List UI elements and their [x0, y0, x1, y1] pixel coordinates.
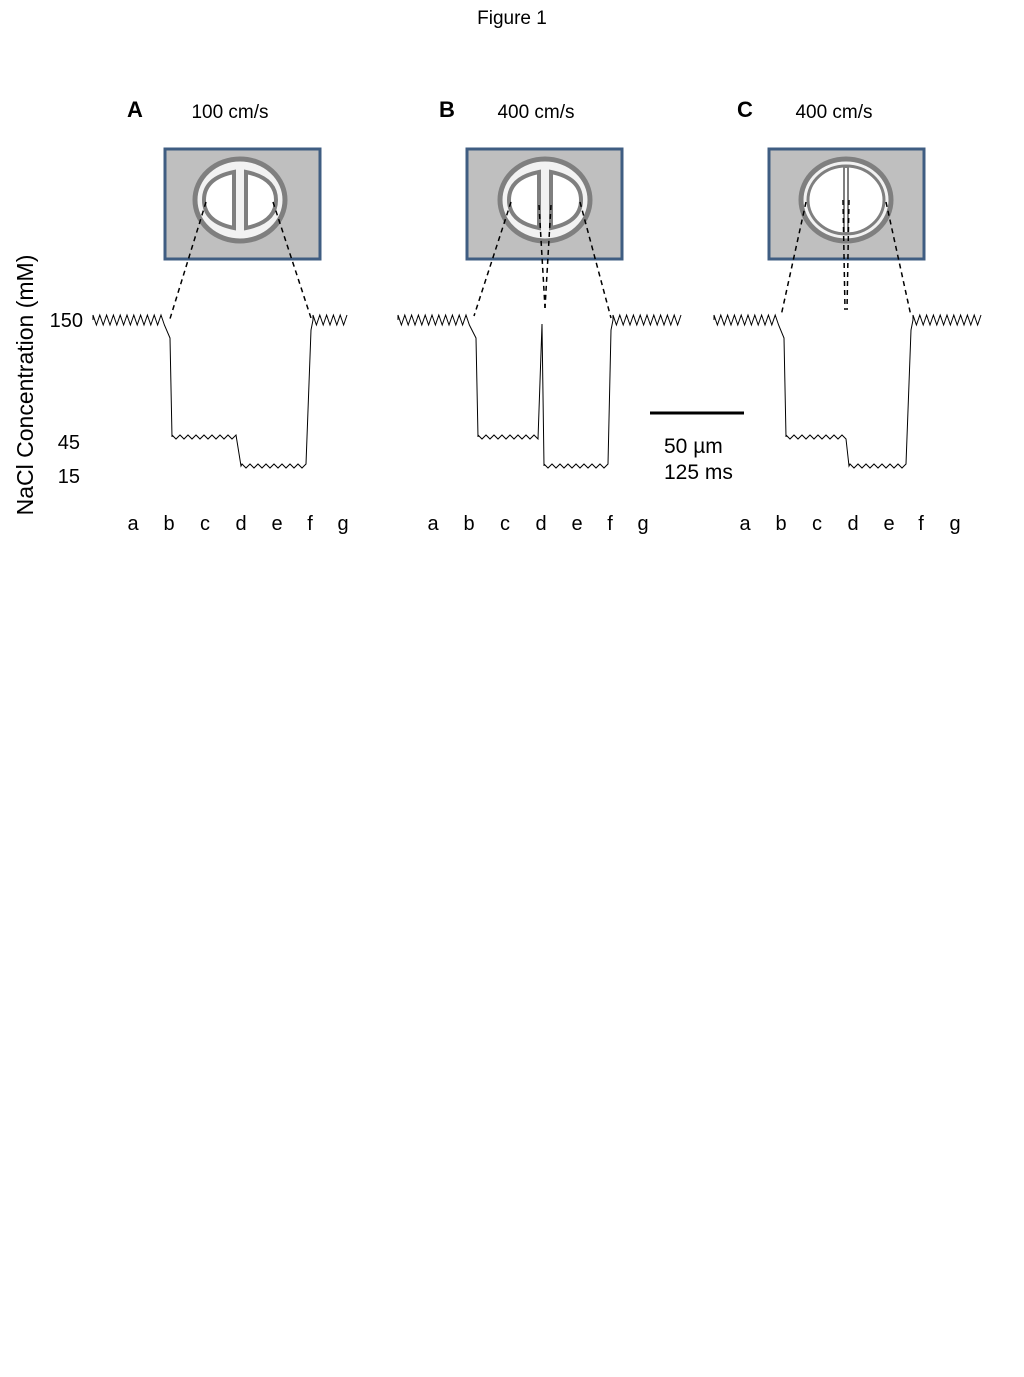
left-d-channel — [201, 169, 236, 231]
x-category-c: c — [812, 513, 822, 535]
x-category-e: e — [571, 513, 582, 535]
figure-title: Figure 1 — [477, 8, 547, 29]
x-category-d: d — [847, 513, 858, 535]
concentration-trace — [92, 313, 348, 469]
x-category-b: b — [463, 513, 474, 535]
zoom-line-right — [885, 201, 912, 317]
x-category-b: b — [163, 513, 174, 535]
panel-speed: 400 cm/s — [497, 102, 574, 123]
x-category-f: f — [607, 513, 613, 535]
x-category-e: e — [271, 513, 282, 535]
y-tick-150: 150 — [50, 310, 83, 332]
panel-letter: B — [439, 97, 455, 122]
x-categories: a b c d e f g — [739, 513, 960, 535]
right-d-channel — [549, 169, 584, 231]
y-tick-15: 15 — [58, 466, 80, 488]
zoom-line-right — [579, 201, 612, 319]
zoom-line-right — [272, 201, 312, 319]
scale-length-label: 50 µm — [664, 435, 723, 458]
concentration-trace — [397, 313, 682, 469]
zoom-line-left — [473, 201, 512, 317]
concentration-trace — [713, 313, 982, 469]
left-d-channel — [506, 169, 541, 231]
x-category-a: a — [427, 513, 439, 535]
x-category-f: f — [307, 513, 313, 535]
zoom-line-left — [780, 201, 807, 317]
panel-speed: 400 cm/s — [795, 102, 872, 123]
x-category-e: e — [883, 513, 894, 535]
zoom-line-center-left — [842, 199, 846, 311]
x-category-d: d — [535, 513, 546, 535]
y-tick-45: 45 — [58, 432, 80, 454]
scale-bar: 50 µm 125 ms — [650, 411, 744, 484]
panel-letter: C — [737, 97, 753, 122]
x-category-b: b — [775, 513, 786, 535]
scale-time-label: 125 ms — [664, 461, 733, 484]
x-category-g: g — [949, 513, 960, 535]
zoom-line-left — [168, 201, 207, 323]
x-category-g: g — [637, 513, 648, 535]
x-category-c: c — [200, 513, 210, 535]
zoom-line-center-right — [846, 199, 850, 311]
x-category-a: a — [127, 513, 139, 535]
x-categories: a b c d e f g — [127, 513, 348, 535]
zoom-line-center-left — [538, 204, 546, 309]
zoom-line-center-right — [544, 204, 552, 309]
x-category-c: c — [500, 513, 510, 535]
panel-letter: A — [127, 97, 143, 122]
x-categories: a b c d e f g — [427, 513, 648, 535]
panel-speed: 100 cm/s — [191, 102, 268, 123]
panel-b: B 400 cm/s a b c d e f g — [397, 97, 682, 535]
x-category-d: d — [235, 513, 246, 535]
x-category-f: f — [918, 513, 924, 535]
x-category-a: a — [739, 513, 751, 535]
right-d-channel — [244, 169, 279, 231]
panel-a: A 100 cm/s a b c d e f g — [92, 97, 349, 535]
y-axis-label: NaCl Concentration (mM) — [12, 255, 38, 516]
panel-c: C 400 cm/s a b c d e f g — [713, 97, 982, 535]
x-category-g: g — [337, 513, 348, 535]
